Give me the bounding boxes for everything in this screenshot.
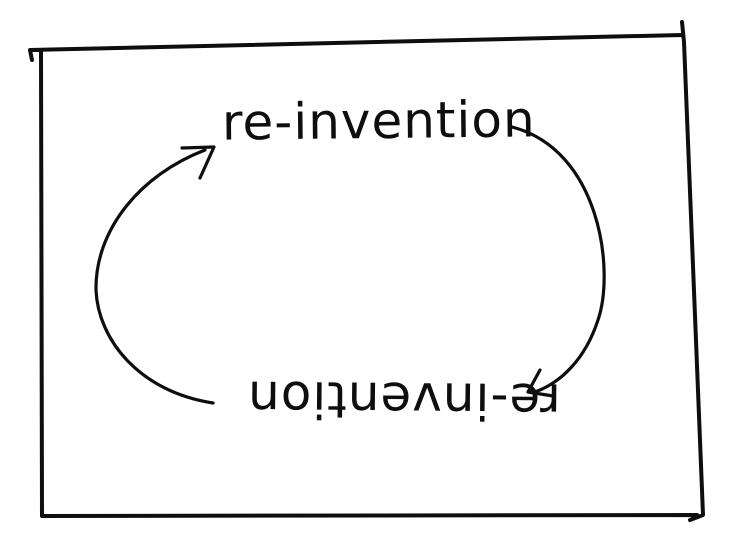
arrowhead-left-icon [180,145,216,180]
arrowhead-right-icon [526,368,555,398]
bottom-label-upside-down: re-invention [246,369,561,431]
cycle-arrow-right [510,125,606,394]
top-label: re-invention [221,90,536,152]
cycle-arrow-left [94,148,215,405]
frame-border [28,20,705,522]
